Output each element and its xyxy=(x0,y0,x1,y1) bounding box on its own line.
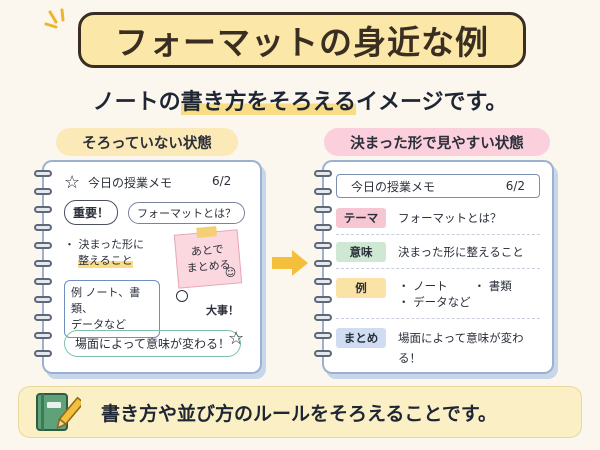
row-meaning: 意味 決まった形に整えること xyxy=(336,242,540,262)
row-summary: まとめ 場面によって意味が変わる！ xyxy=(336,328,540,368)
example-line-2: データなど xyxy=(71,318,126,331)
messy-notebook: ☆ 今日の授業メモ 6/2 重要！ フォーマットとは？ ・ 決まった形に 整える… xyxy=(34,162,260,372)
row-text: 決まった形に整えること xyxy=(398,245,524,259)
bullet-line-1: ・ 決まった形に xyxy=(64,238,145,251)
sparkle-icon xyxy=(44,8,65,29)
note-header: 今日の授業メモ 6/2 xyxy=(336,174,540,198)
example-list: ・ ノート ・ 書類 ・ データなど xyxy=(398,278,512,310)
row-tag: 意味 xyxy=(336,242,386,262)
tape xyxy=(196,226,218,238)
notebook-rings xyxy=(34,170,56,366)
sticky-note: あとで まとめる ☺ xyxy=(173,226,243,289)
bullet-line-2: 整えること xyxy=(78,252,133,268)
star-icon: ☆ xyxy=(228,328,245,349)
star-icon: ☆ xyxy=(64,172,81,193)
row-theme: テーマ フォーマットとは？ xyxy=(336,208,540,228)
daiji-note: 大事！ xyxy=(206,304,239,317)
row-text: 場面によって意味が変わる！ xyxy=(398,331,524,365)
divider xyxy=(336,234,540,235)
summary-text: 書き方や並び方のルールをそろえることです。 xyxy=(101,402,497,425)
page-title: フォーマットの身近な例 xyxy=(78,12,526,68)
example-item: ・ データなど xyxy=(398,295,471,309)
subtitle-highlight: 書き方をそろえる xyxy=(180,90,356,115)
tidy-state-label: 決まった形で見やすい状態 xyxy=(324,128,550,156)
divider xyxy=(336,318,540,319)
row-tag: 例 xyxy=(336,278,386,298)
notebook-rings xyxy=(314,170,336,366)
row-text: フォーマットとは？ xyxy=(398,211,502,225)
example-box: 例 ノート、書類、 データなど xyxy=(64,280,160,338)
important-bubble: 重要！ xyxy=(64,200,119,225)
subtitle: ノートの書き方をそろえるイメージです。 xyxy=(0,84,600,116)
note-date: 6/2 xyxy=(505,179,525,193)
summary-banner: 書き方や並び方のルールをそろえることです。 xyxy=(18,386,582,438)
tidy-notebook: 今日の授業メモ 6/2 テーマ フォーマットとは？ 意味 決まった形に整えること… xyxy=(314,162,552,372)
example-item: ・ 書類 xyxy=(473,279,512,293)
example-item: ・ ノート xyxy=(398,279,448,293)
subtitle-before: ノートの xyxy=(92,90,181,115)
question-bubble: フォーマットとは？ xyxy=(128,202,245,224)
notebook-pencil-icon xyxy=(36,393,81,431)
messy-state-label: そろっていない状態 xyxy=(56,128,238,156)
row-example: 例 ・ ノート ・ 書類 ・ データなど xyxy=(336,278,540,310)
row-tag: まとめ xyxy=(336,328,386,348)
row-tag: テーマ xyxy=(336,208,386,228)
note-date: 6/2 xyxy=(212,174,232,188)
example-line-1: 例 ノート、書類、 xyxy=(71,286,141,315)
subtitle-after: イメージです。 xyxy=(355,90,508,115)
circle-doodle xyxy=(176,290,188,302)
note-heading: 今日の授業メモ xyxy=(88,176,173,190)
note-heading: 今日の授業メモ xyxy=(351,179,436,194)
divider xyxy=(336,268,540,269)
smile-icon: ☺ xyxy=(224,265,237,280)
arrow-right-icon xyxy=(272,250,308,276)
scene-bubble: 場面によって意味が変わる！ xyxy=(64,330,242,357)
